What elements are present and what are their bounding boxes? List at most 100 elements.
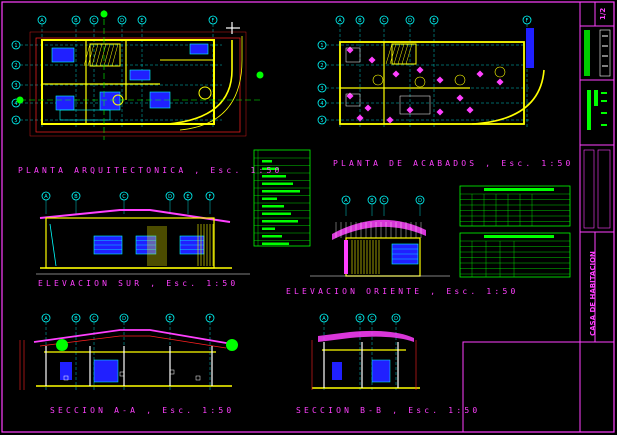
schedule-title	[484, 235, 554, 238]
column	[344, 240, 348, 274]
axis-bubble-label: C	[92, 18, 96, 24]
counter	[59, 109, 111, 121]
finish-tag	[386, 116, 394, 124]
title-section-aa: SECCION A-A , Esc. 1:50	[50, 406, 235, 415]
hatch-line	[83, 43, 91, 67]
section-mark	[100, 10, 108, 18]
finish-tag	[368, 56, 376, 64]
roof	[33, 329, 233, 345]
roof	[332, 219, 426, 240]
exterior-walls	[41, 39, 215, 125]
title-elev-south: ELEVACION SUR , Esc. 1:50	[38, 279, 239, 288]
legend-text	[262, 242, 289, 245]
axis-bubble-label: E	[432, 18, 435, 24]
curved-wall	[471, 69, 545, 125]
ceiling	[39, 335, 227, 349]
door	[60, 362, 72, 380]
axis-bubble-label: 5	[14, 118, 17, 124]
axis-bubble-label: D	[394, 316, 398, 322]
schedule-title	[484, 188, 554, 191]
sheet-number: 1/2	[599, 7, 607, 20]
hatch-line	[91, 43, 99, 67]
legend-text	[262, 182, 293, 185]
axis-bubble-label: D	[120, 18, 124, 24]
curved-wall-outer	[179, 36, 243, 131]
hatch-line	[397, 43, 405, 65]
stamp-box	[462, 341, 615, 433]
dimension-frame-outer	[29, 31, 247, 137]
axis-bubble-label: B	[358, 316, 362, 322]
axis-bubble-label: E	[168, 316, 171, 322]
axis-bubble-label: B	[74, 316, 78, 322]
room-outline	[345, 47, 361, 63]
legend-text	[262, 220, 298, 223]
bath-hatch	[89, 43, 121, 67]
axis-bubble-label: D	[168, 194, 172, 200]
axis-bubble-label: F	[209, 316, 212, 322]
axis-bubble-label: A	[344, 198, 348, 204]
bath-hatch	[391, 43, 417, 65]
axis-bubble-label: F	[209, 194, 212, 200]
legend-text	[262, 160, 272, 163]
dimension-frame	[35, 37, 241, 133]
section-mark	[16, 96, 24, 104]
room-outline	[345, 93, 361, 107]
furniture	[526, 28, 534, 68]
axis-bubble-label: 4	[320, 101, 323, 107]
door	[371, 359, 391, 383]
axis-bubble-label: B	[74, 194, 78, 200]
axis-bubble-label: C	[370, 316, 374, 322]
tree-symbol	[56, 339, 68, 351]
axis-bubble-label: A	[40, 18, 44, 24]
legend-text	[262, 175, 286, 178]
hatch-line	[107, 43, 115, 67]
level-tag	[169, 369, 175, 375]
exterior-walls	[339, 41, 525, 125]
section-mark	[256, 71, 264, 79]
axis-bubble-label: F	[212, 18, 215, 24]
level-tag	[63, 375, 69, 381]
level-tag	[195, 375, 201, 381]
hatch-line	[401, 43, 409, 65]
roof	[318, 330, 414, 342]
hatch-line	[99, 43, 107, 67]
finish-tag	[496, 78, 504, 86]
finish-tag	[476, 70, 484, 78]
project-name: CASA DE HABITACION	[589, 251, 597, 336]
legend-text	[262, 205, 284, 208]
axis-bubble-label: 5	[320, 118, 323, 124]
finish-tag	[346, 92, 354, 100]
axis-bubble-label: A	[44, 194, 48, 200]
schedule-table-2	[459, 232, 571, 278]
axis-bubble-label: F	[526, 18, 529, 24]
finish-tag	[436, 76, 444, 84]
axis-bubble-label: A	[338, 18, 342, 24]
furniture	[55, 95, 75, 111]
finish-tag	[436, 108, 444, 116]
title-plan-arch: PLANTA ARQUITECTONICA , Esc. 1:50	[18, 166, 283, 175]
finish-tag	[364, 104, 372, 112]
furniture	[51, 47, 75, 63]
axis-bubble-label: B	[370, 198, 374, 204]
room-outline	[399, 95, 431, 115]
door-swing	[454, 74, 466, 86]
title-section-bb: SECCION B-B , Esc. 1:50	[296, 406, 481, 415]
finish-tag	[346, 46, 354, 54]
axis-bubble-label: D	[408, 18, 412, 24]
finish-tag	[466, 106, 474, 114]
axis-bubble-label: E	[140, 18, 143, 24]
finish-tag	[356, 114, 364, 122]
legend-text	[262, 197, 277, 200]
door-swing	[372, 74, 384, 86]
door-swing	[494, 66, 506, 78]
hatch-line	[87, 43, 95, 67]
tree-symbol	[226, 339, 238, 351]
hatch-line	[103, 43, 111, 67]
hatch-line	[95, 43, 103, 67]
title-elev-east: ELEVACION ORIENTE , Esc. 1:50	[286, 287, 519, 296]
